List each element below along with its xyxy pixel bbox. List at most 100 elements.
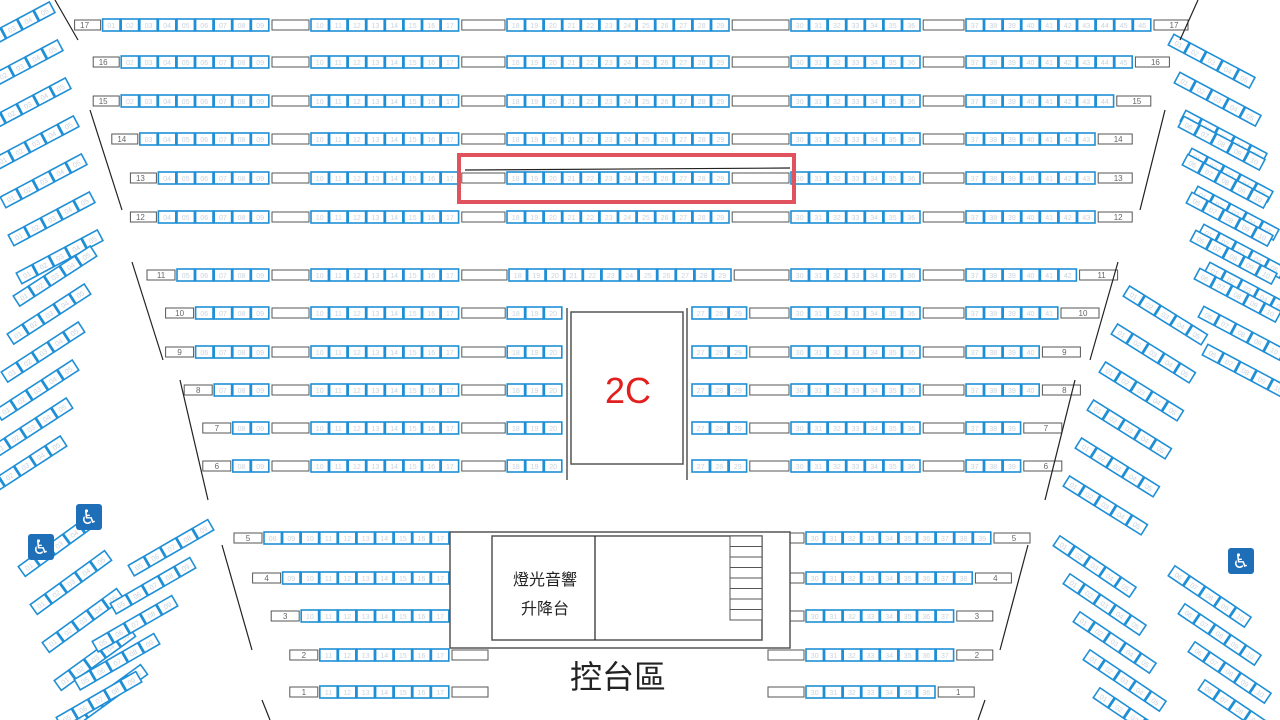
seat[interactable]: 03 xyxy=(24,132,48,154)
seat[interactable]: 25 xyxy=(636,18,656,32)
seat[interactable]: 16 xyxy=(421,210,441,224)
seat[interactable]: 25 xyxy=(636,55,656,69)
seat[interactable]: 05 xyxy=(1185,324,1209,346)
seat[interactable]: 01 xyxy=(15,263,39,285)
seat[interactable]: 08 xyxy=(175,527,199,550)
seat[interactable]: 13 xyxy=(356,648,376,662)
seat[interactable]: 28 xyxy=(692,18,712,32)
seat[interactable]: 39 xyxy=(1002,268,1022,282)
seat[interactable]: 35 xyxy=(883,94,903,108)
seat[interactable]: 35 xyxy=(883,268,903,282)
seat[interactable]: 09 xyxy=(250,210,270,224)
seat[interactable]: 08 xyxy=(232,383,252,397)
seat[interactable]: 05 xyxy=(62,320,86,343)
seat[interactable]: 42 xyxy=(1058,210,1078,224)
seat[interactable]: 29 xyxy=(710,94,730,108)
seat[interactable]: 04 xyxy=(1098,565,1122,588)
seat[interactable]: 07 xyxy=(213,18,233,32)
seat[interactable]: 02 xyxy=(120,94,140,108)
seat[interactable]: 15 xyxy=(403,421,423,435)
seat[interactable]: 09 xyxy=(1242,293,1266,315)
seat[interactable]: 10 xyxy=(310,55,330,69)
seat[interactable]: 11 xyxy=(318,609,338,623)
seat[interactable]: 19 xyxy=(524,345,544,359)
seat[interactable]: 10 xyxy=(310,268,330,282)
seat[interactable]: 02 xyxy=(15,179,39,201)
seat[interactable]: 11 xyxy=(328,345,348,359)
seat[interactable]: 32 xyxy=(827,171,847,185)
seat[interactable]: 05 xyxy=(48,76,73,98)
seat[interactable]: 20 xyxy=(543,306,563,320)
seat[interactable]: 06 xyxy=(1187,640,1211,663)
seat[interactable]: 06 xyxy=(194,55,214,69)
seat[interactable]: 09 xyxy=(1230,179,1254,201)
seat[interactable]: 17 xyxy=(440,306,460,320)
seat[interactable]: 27 xyxy=(673,94,693,108)
seat[interactable]: 08 xyxy=(1197,585,1222,608)
seat[interactable]: 17 xyxy=(440,55,460,69)
seat[interactable]: 06 xyxy=(194,171,214,185)
seat[interactable]: 10 xyxy=(310,383,330,397)
seat[interactable]: 02 xyxy=(0,465,22,488)
seat[interactable]: 14 xyxy=(374,648,394,662)
seat[interactable]: 05 xyxy=(1133,652,1158,675)
seat[interactable]: 14 xyxy=(384,459,404,473)
seat[interactable]: 16 xyxy=(421,94,441,108)
seat[interactable]: 36 xyxy=(901,18,921,32)
seat[interactable]: 08 xyxy=(232,306,252,320)
seat[interactable]: 27 xyxy=(673,18,693,32)
seat[interactable]: 35 xyxy=(883,421,903,435)
seat[interactable]: 03 xyxy=(0,18,24,40)
seat[interactable]: 25 xyxy=(636,171,656,185)
seat[interactable]: 31 xyxy=(808,171,828,185)
seat[interactable]: 07 xyxy=(1212,689,1236,712)
seat[interactable]: 28 xyxy=(709,459,729,473)
seat[interactable]: 16 xyxy=(421,132,441,146)
seat[interactable]: 08 xyxy=(232,132,252,146)
seat[interactable]: 07 xyxy=(213,132,233,146)
seat[interactable]: 41 xyxy=(1039,94,1059,108)
seat[interactable]: 31 xyxy=(808,55,828,69)
seat[interactable]: 03 xyxy=(1112,669,1137,692)
seat[interactable]: 40 xyxy=(1020,268,1040,282)
seat[interactable]: 37 xyxy=(965,459,985,473)
seat[interactable]: 21 xyxy=(561,210,581,224)
seat[interactable]: 35 xyxy=(883,132,903,146)
seat[interactable]: 23 xyxy=(601,268,621,282)
seat[interactable]: 07 xyxy=(213,210,233,224)
seat[interactable]: 31 xyxy=(808,268,828,282)
seat[interactable]: 05 xyxy=(1123,614,1148,637)
seat[interactable]: 13 xyxy=(365,55,385,69)
seat[interactable]: 31 xyxy=(808,459,828,473)
seat[interactable]: 15 xyxy=(403,306,423,320)
seat[interactable]: 31 xyxy=(823,531,843,545)
seat[interactable]: 15 xyxy=(403,383,423,397)
seat[interactable]: 06 xyxy=(1197,678,1221,701)
seat[interactable]: 18 xyxy=(508,268,528,282)
seat[interactable]: 08 xyxy=(1210,132,1234,154)
seat[interactable]: 07 xyxy=(123,613,147,635)
seat[interactable]: 31 xyxy=(823,685,843,699)
seat[interactable]: 24 xyxy=(617,55,637,69)
seat[interactable]: 38 xyxy=(983,459,1003,473)
seat[interactable]: 32 xyxy=(842,648,862,662)
seat[interactable]: 05 xyxy=(1113,576,1138,599)
seat[interactable]: 05 xyxy=(56,358,80,381)
seat[interactable]: 09 xyxy=(119,670,143,692)
seat[interactable]: 13 xyxy=(365,132,385,146)
seat[interactable]: 16 xyxy=(421,345,441,359)
seat[interactable]: 27 xyxy=(673,55,693,69)
seat[interactable]: 18 xyxy=(506,94,526,108)
seat[interactable]: 05 xyxy=(72,190,97,212)
seat[interactable]: 15 xyxy=(403,345,423,359)
seat[interactable]: 02 xyxy=(1077,583,1101,606)
seat[interactable]: 14 xyxy=(384,171,404,185)
seat[interactable]: 12 xyxy=(337,531,357,545)
seat[interactable]: 35 xyxy=(898,571,918,585)
seat[interactable]: 16 xyxy=(421,383,441,397)
seat[interactable]: 08 xyxy=(1217,661,1242,684)
seat[interactable]: 10 xyxy=(1258,302,1280,324)
seat[interactable]: 33 xyxy=(845,459,865,473)
seat[interactable]: 04 xyxy=(48,161,72,183)
seat[interactable]: 34 xyxy=(879,685,899,699)
